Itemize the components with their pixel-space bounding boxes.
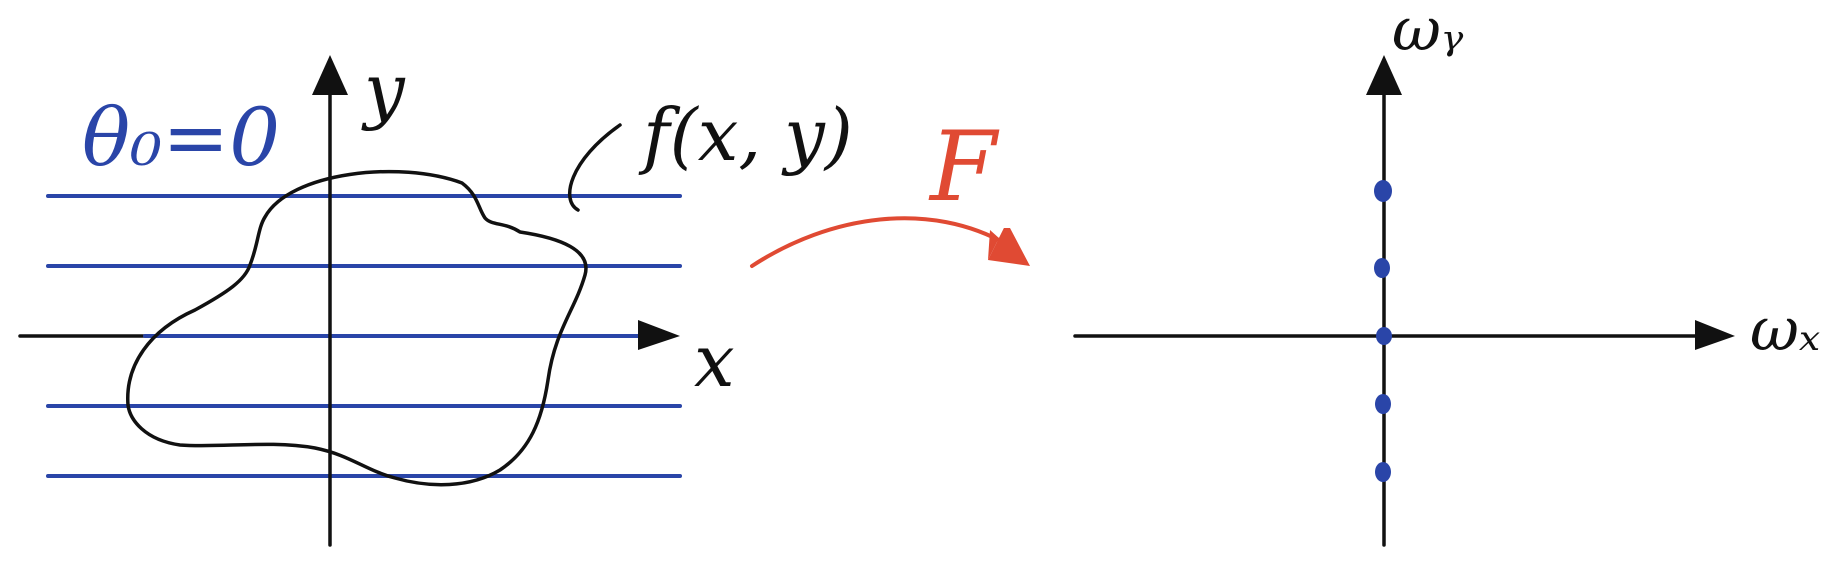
transform-arrow: F [750,111,1030,268]
frequency-domain-panel: ωᵧ ωₓ [1073,0,1820,547]
spatial-domain-panel: θ₀=0 y x f(x, y) [18,48,853,547]
transform-label: F [928,111,1000,223]
function-outline [126,169,588,487]
function-label: f(x, y) [638,93,853,177]
y-axis-label: y [361,48,406,132]
sample-point [1376,327,1392,345]
omega-x-arrowhead [1695,320,1735,350]
transform-arc [750,216,1010,268]
x-axis-arrowhead [638,320,680,350]
y-axis-arrowhead [312,55,348,95]
transform-arrowhead-fill [988,228,1030,266]
sample-point [1375,462,1391,482]
function-leader-line [568,123,622,212]
scan-lines [46,194,682,478]
x-axis-label: x [694,319,735,403]
sample-point [1374,180,1392,202]
omega-x-label: ωₓ [1750,295,1820,365]
omega-y-arrowhead [1366,55,1402,95]
omega-y-label: ωᵧ [1392,0,1464,65]
sample-point [1375,394,1391,414]
sample-point [1374,258,1390,278]
angle-label: θ₀=0 [82,91,280,184]
frequency-samples [1374,180,1392,482]
